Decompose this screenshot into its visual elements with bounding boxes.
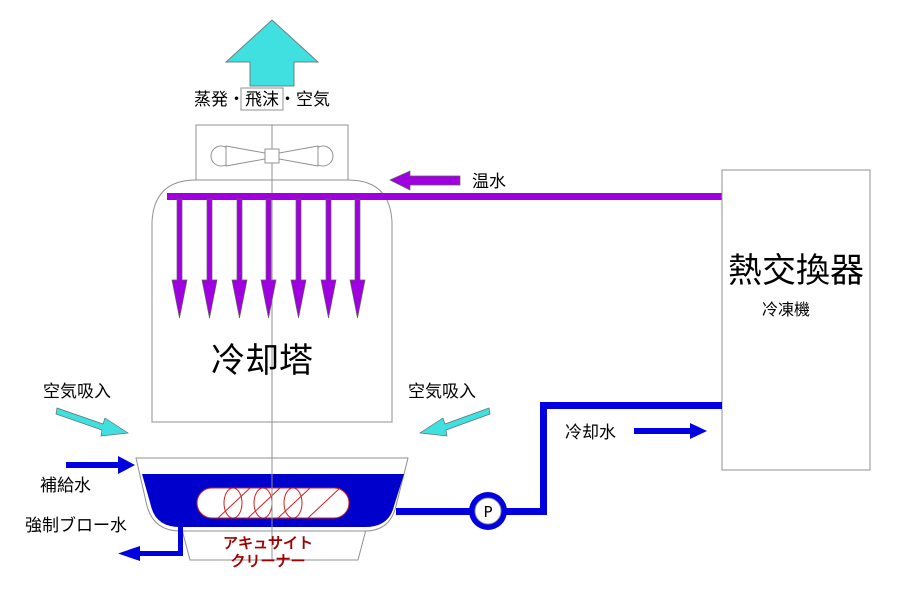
air-intake-right-label: 空気吸入: [408, 382, 476, 402]
fan-icon: [210, 145, 334, 167]
cooling-water-riser: [540, 402, 547, 515]
forced-blow-water-label: 強制ブロー水: [25, 515, 127, 536]
spray-nozzle: [349, 198, 366, 319]
spray-nozzle: [320, 198, 337, 319]
cooling-water-label: 冷却水: [565, 423, 616, 443]
spray-nozzle: [290, 198, 307, 319]
spray-nozzles: [171, 198, 366, 319]
air-intake-right-arrow-icon: [418, 407, 491, 437]
cooling-water-return-pipe: [540, 402, 722, 409]
cleaner-label-line1: アキュサイト: [223, 534, 313, 552]
spray-nozzle: [260, 198, 277, 319]
pump-icon: [469, 492, 507, 530]
heat-exchanger-label: 熱交換器: [728, 251, 864, 291]
cleaner-tubes-icon: [196, 487, 350, 519]
blow-water-pipe: [118, 527, 183, 561]
exhaust-label: 蒸発・飛沫・空気: [194, 90, 330, 110]
air-intake-left-label: 空気吸入: [43, 382, 111, 402]
chiller-label: 冷凍機: [762, 300, 810, 319]
makeup-water-label: 補給水: [40, 476, 91, 496]
hot-water-label: 温水: [472, 172, 506, 192]
basin: [135, 457, 409, 561]
hot-water-pipe: [167, 193, 722, 200]
exhaust-label-box: [240, 87, 284, 111]
spray-nozzle: [171, 198, 188, 319]
spray-nozzle: [201, 198, 218, 319]
pump-label: P: [483, 503, 492, 521]
hot-water-arrow-icon: [389, 170, 461, 191]
cleaner-label-line2: クリーナー: [230, 552, 305, 570]
makeup-water-arrow-icon: [66, 456, 135, 474]
spray-nozzle: [231, 198, 248, 319]
pump-outlet-pipe: [506, 508, 544, 515]
heat-exchanger-box: [721, 169, 871, 471]
cooling-water-arrow-icon: [634, 423, 707, 439]
exhaust-arrow-icon: [224, 19, 320, 87]
air-intake-left-arrow-icon: [55, 407, 130, 437]
basin-outlet-pipe: [396, 508, 470, 515]
cooling-tower-label: 冷却塔: [211, 341, 313, 381]
